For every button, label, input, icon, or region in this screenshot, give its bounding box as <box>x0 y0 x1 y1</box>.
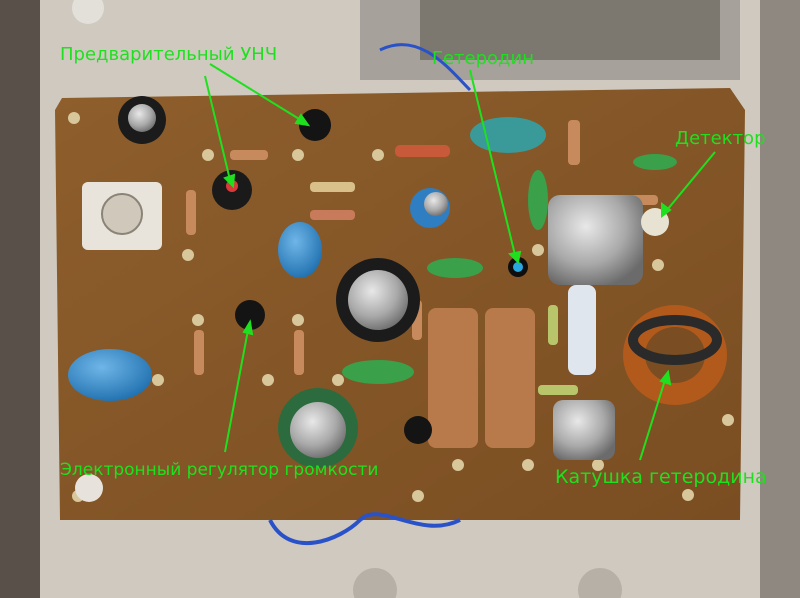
screw-bottom-left <box>75 474 103 502</box>
red-cap <box>395 145 450 157</box>
green-cap-1 <box>528 170 548 230</box>
transistor-preamp-1 <box>299 109 331 141</box>
label-oscillator-coil: Катушка гетеродина <box>555 466 767 488</box>
solder-pads <box>68 112 734 502</box>
label-preamp: Предварительный УНЧ <box>60 44 278 65</box>
screw <box>72 0 104 24</box>
film-cap-1 <box>428 308 478 448</box>
knob-1 <box>353 568 397 598</box>
annotation-arrows <box>204 63 716 461</box>
trimmer-knob <box>101 193 143 235</box>
transistor-bottom <box>404 416 432 444</box>
blue-wire-top <box>379 43 472 92</box>
green-cap-2 <box>427 258 483 278</box>
ceramic-cap-1 <box>278 222 322 278</box>
left-edge <box>0 0 40 598</box>
label-local-oscillator: Гетеродин <box>432 48 534 69</box>
green-cap-3 <box>342 360 414 384</box>
ceramic-cap-2 <box>68 349 152 401</box>
green-cap-4 <box>633 154 677 170</box>
ifc-can-1 <box>548 195 643 285</box>
ifc-can-2 <box>553 400 615 460</box>
knob-2 <box>578 568 622 598</box>
resistors <box>186 120 658 395</box>
label-detector: Детектор <box>675 128 766 149</box>
transistor-volume <box>235 300 265 330</box>
tuning-capacitor-plates <box>420 0 720 60</box>
right-edge <box>760 0 800 598</box>
white-component <box>568 285 596 375</box>
ceramic-cap-3 <box>470 117 546 153</box>
blue-wire <box>268 512 461 546</box>
label-volume-control: Электронный регулятор громкости <box>60 460 379 480</box>
film-cap-2 <box>485 308 535 448</box>
